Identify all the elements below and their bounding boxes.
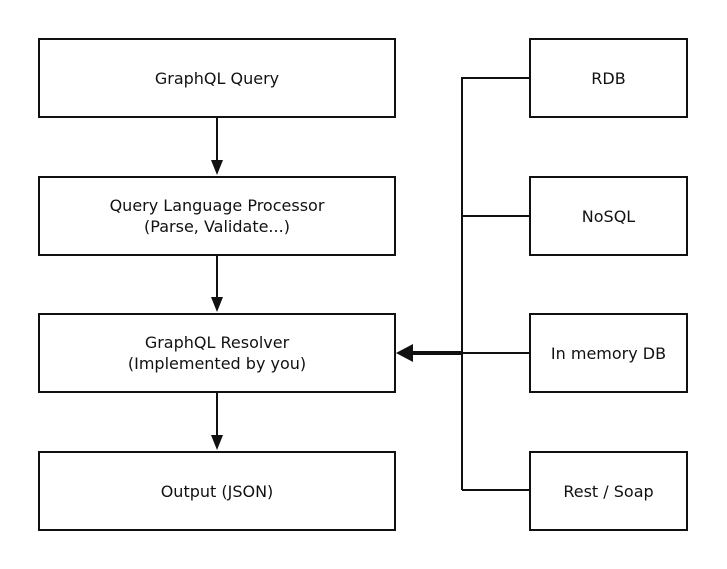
arrow-processor-to-resolver-head <box>211 297 223 312</box>
processor-subtitle: (Parse, Validate...) <box>144 217 290 236</box>
output-label: Output (JSON) <box>160 481 274 501</box>
source-rest-soap-label: Rest / Soap <box>563 481 654 501</box>
source-rest-soap-box: Rest / Soap <box>529 451 688 531</box>
source-rdb-box: RDB <box>529 38 688 118</box>
graphql-query-box: GraphQL Query <box>38 38 396 118</box>
processor-title: Query Language Processor <box>109 196 325 215</box>
arrow-resolver-to-output-head <box>211 435 223 450</box>
source-in-memory-db-label: In memory DB <box>550 343 667 363</box>
source-nosql-label: NoSQL <box>581 206 636 226</box>
output-json-box: Output (JSON) <box>38 451 396 531</box>
arrow-sources-to-resolver-head <box>396 344 413 362</box>
arrow-query-to-processor-head <box>211 160 223 175</box>
resolver-title: GraphQL Resolver <box>144 333 290 352</box>
query-language-processor-box: Query Language Processor (Parse, Validat… <box>38 176 396 256</box>
source-in-memory-db-box: In memory DB <box>529 313 688 393</box>
graphql-resolver-box: GraphQL Resolver (Implemented by you) <box>38 313 396 393</box>
graphql-query-label: GraphQL Query <box>154 68 280 88</box>
source-nosql-box: NoSQL <box>529 176 688 256</box>
resolver-subtitle: (Implemented by you) <box>127 354 307 373</box>
source-rdb-label: RDB <box>591 68 626 88</box>
